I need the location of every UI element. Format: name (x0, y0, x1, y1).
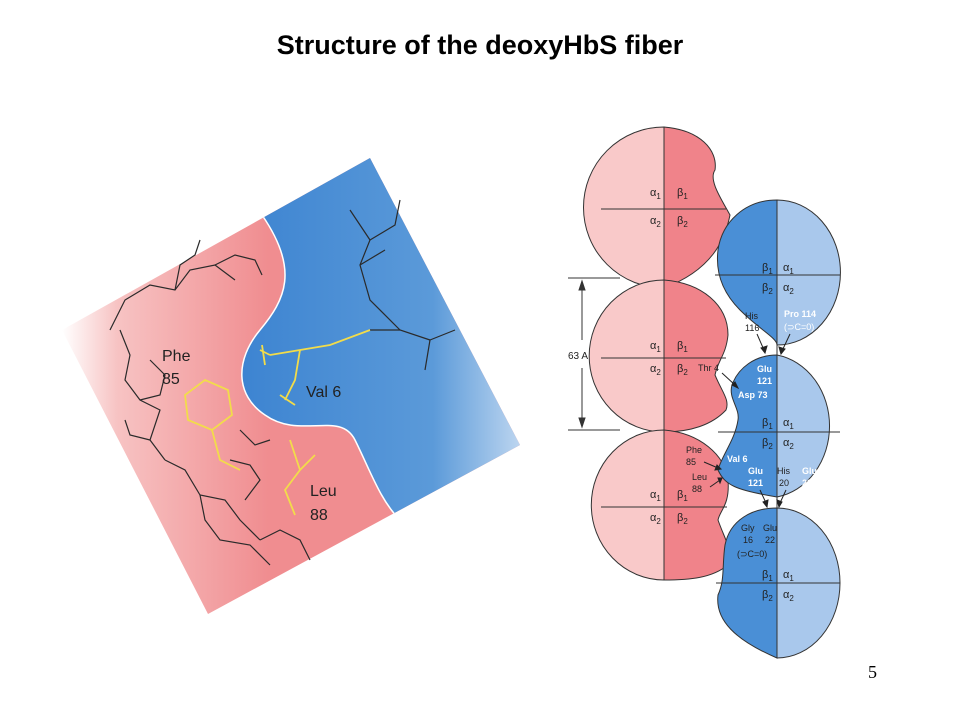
glu23-number: 23 (802, 478, 812, 488)
glu121b-label: Glu (748, 466, 763, 476)
blue-backbone-sticks (349, 199, 456, 371)
distance-marker (568, 277, 620, 431)
alpha1-label: α1 (783, 569, 794, 583)
distance-label: 63 A (568, 351, 588, 362)
blue-tetramer-3 (716, 507, 841, 659)
alpha2-label: α2 (783, 437, 794, 451)
pink-tetramer-3 (590, 429, 731, 581)
phe85-number: 85 (686, 457, 696, 467)
co-label: (⊃C=0) (737, 549, 767, 559)
glu121-label: Glu (757, 364, 772, 374)
his20-number: 20 (779, 478, 789, 488)
glu121-number: 121 (757, 376, 772, 386)
pink-backbone-sticks (109, 239, 311, 566)
val6-label: Val 6 (306, 384, 341, 401)
beta2-label: β2 (762, 282, 773, 296)
pink-tetramer-1 (583, 126, 731, 289)
beta2-label: β2 (677, 512, 688, 526)
leu88-yellow-sticks (283, 439, 316, 516)
beta2-label: β2 (762, 589, 773, 603)
alpha2-label: α2 (650, 512, 661, 526)
alpha2-label: α2 (650, 215, 661, 229)
contact-closeup: Phe 85 Val 6 Leu 88 (62, 158, 520, 614)
beta1-label: β1 (677, 489, 688, 503)
beta1-label: β1 (762, 417, 773, 431)
beta2-label: β2 (677, 363, 688, 377)
alpha1-label: α1 (650, 187, 661, 201)
phe85-yellow-ring (184, 378, 241, 471)
gly16-number: 16 (743, 535, 753, 545)
leu88-number: 88 (692, 484, 702, 494)
beta1-label: β1 (677, 340, 688, 354)
his116-number: 116 (745, 323, 759, 333)
alpha2-label: α2 (650, 363, 661, 377)
blue-tetramer-1 (715, 199, 841, 346)
leu88-label: Leu (692, 472, 707, 482)
alpha2-label: α2 (783, 589, 794, 603)
beta2-label: β2 (677, 215, 688, 229)
fiber-diagram: 63 A (568, 126, 841, 659)
asp73-label: Asp 73 (738, 390, 768, 400)
gly16-label: Gly (741, 523, 755, 533)
pink-subunit-labels: α1 β1 α2 β2 α1 β1 α2 β2 α1 β1 α2 β2 (650, 187, 688, 526)
val6-label: Val 6 (727, 454, 748, 464)
slide-title: Structure of the deoxyHbS fiber (276, 30, 684, 60)
phe-number: 85 (162, 371, 180, 388)
glu22-number: 22 (765, 535, 775, 545)
beta1-label: β1 (762, 262, 773, 276)
thr4-label: Thr 4 (698, 363, 719, 373)
alpha1-label: α1 (783, 262, 794, 276)
phe85-label: Phe (686, 445, 702, 455)
glu22-label: Glu (763, 523, 777, 533)
pro114-co: (⊃C=0) (784, 322, 814, 332)
residue-annotations: His 116 Pro 114 (⊃C=0) Thr 4 Glu 121 Asp… (686, 309, 817, 559)
leu-label: Leu (310, 483, 337, 500)
alpha2-label: α2 (783, 282, 794, 296)
pro114-label: Pro 114 (784, 309, 816, 319)
alpha1-label: α1 (650, 489, 661, 503)
blue-subunit-labels: β1 α1 β2 α2 β1 α1 β2 α2 β1 α1 β2 α2 (762, 262, 794, 603)
pink-tetramer-2 (588, 279, 729, 433)
glu23-label: Glu (802, 466, 817, 476)
alpha1-label: α1 (783, 417, 794, 431)
his116-label: His (745, 311, 758, 321)
beta1-label: β1 (677, 187, 688, 201)
interaction-arrows (703, 333, 791, 509)
beta1-label: β1 (762, 569, 773, 583)
leu-number: 88 (310, 507, 328, 524)
page-number: 5 (868, 662, 877, 682)
val6-yellow-sticks (259, 329, 371, 406)
his20-label: His (777, 466, 790, 476)
beta2-label: β2 (762, 437, 773, 451)
phe-label: Phe (162, 348, 191, 365)
blue-tetramer-2 (717, 354, 840, 498)
glu121b-number: 121 (748, 478, 763, 488)
alpha1-label: α1 (650, 340, 661, 354)
